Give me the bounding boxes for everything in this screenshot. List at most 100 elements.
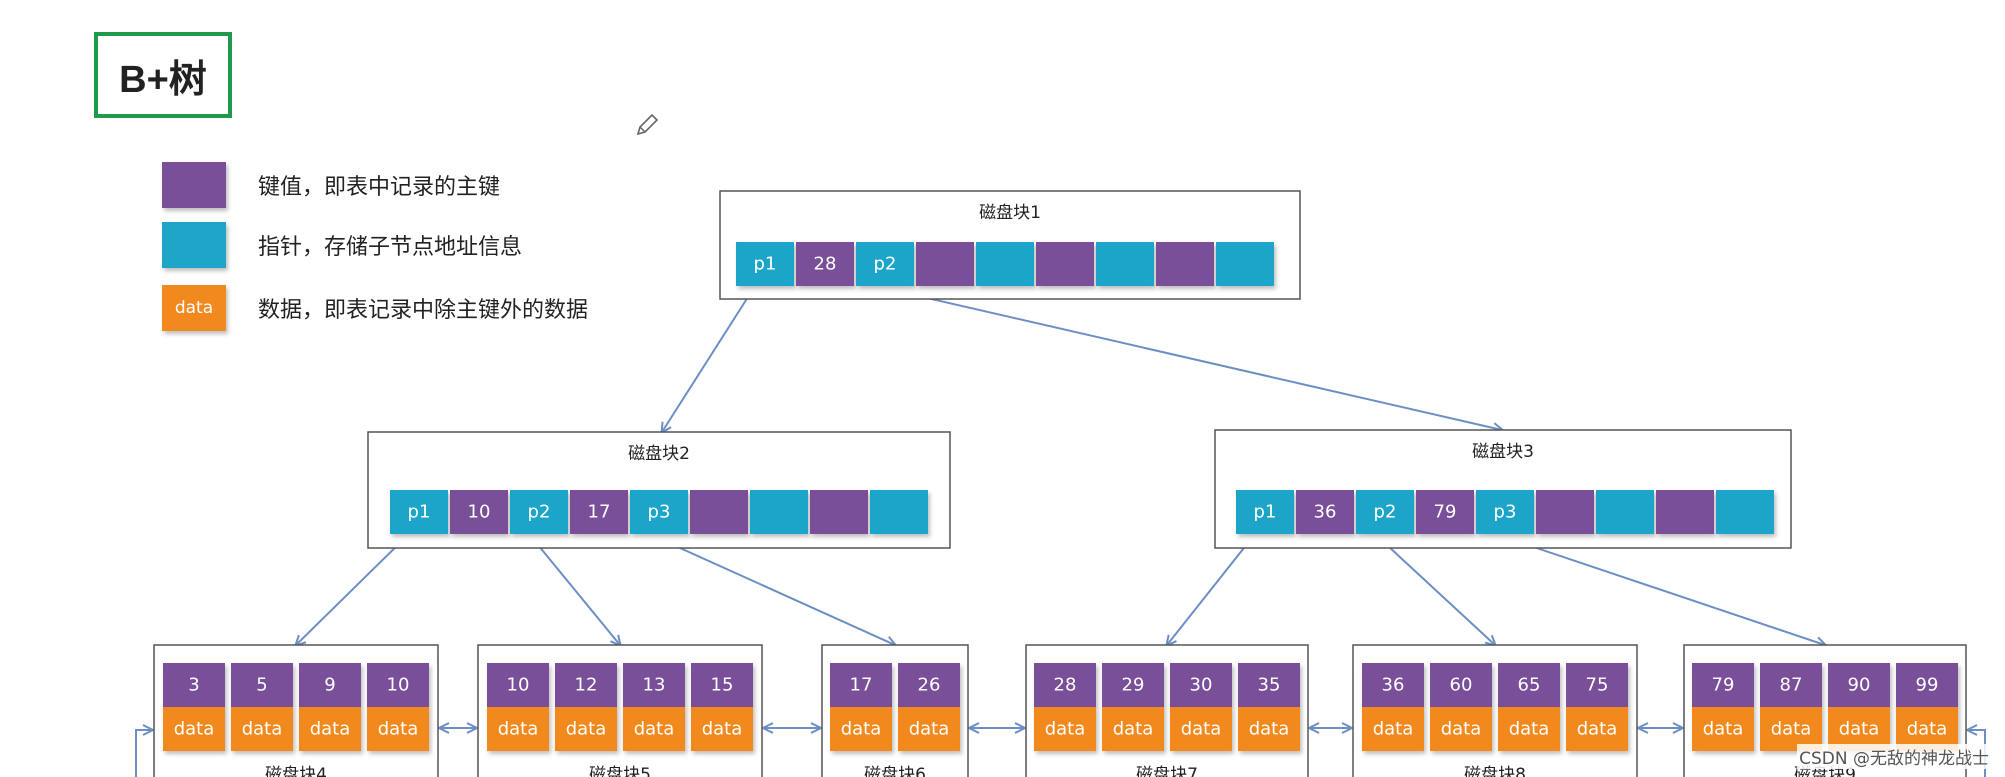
pointer-label: p2 bbox=[874, 254, 897, 275]
page-title: B+树 bbox=[94, 32, 232, 118]
leaf-data-label: data bbox=[566, 719, 607, 740]
pointer-cell bbox=[510, 490, 568, 534]
key-value: 10 bbox=[468, 502, 491, 523]
key-swatch bbox=[162, 162, 226, 208]
pointer-cell bbox=[1096, 242, 1154, 286]
key-cell bbox=[810, 490, 868, 534]
leaf-key-cell bbox=[1362, 663, 1424, 707]
leaf-key-cell bbox=[487, 663, 549, 707]
leaf-data-cell bbox=[487, 707, 549, 751]
leaf-data-label: data bbox=[242, 719, 283, 740]
leaf-key-cell bbox=[1034, 663, 1096, 707]
leaf-data-label: data bbox=[1441, 719, 1482, 740]
leaf-key-value: 15 bbox=[711, 675, 734, 696]
leaf-data-cell bbox=[1034, 707, 1096, 751]
leaf-data-label: data bbox=[909, 719, 950, 740]
leaf-data-label: data bbox=[378, 719, 419, 740]
leaf-key-value: 5 bbox=[256, 675, 267, 696]
pointer-label: p1 bbox=[408, 502, 431, 523]
leaf-key-cell bbox=[1170, 663, 1232, 707]
leaf-key-cell bbox=[1692, 663, 1754, 707]
leaf-key-cell bbox=[1760, 663, 1822, 707]
key-cell bbox=[1296, 490, 1354, 534]
leaf-data-label: data bbox=[1703, 719, 1744, 740]
leaf-data-label: data bbox=[1249, 719, 1290, 740]
key-cell bbox=[1036, 242, 1094, 286]
leaf-data-label: data bbox=[1181, 719, 1222, 740]
tree-edge bbox=[662, 285, 756, 432]
pointer-swatch bbox=[162, 222, 226, 268]
key-cell bbox=[796, 242, 854, 286]
pointer-cell bbox=[1216, 242, 1274, 286]
leaf-data-cell bbox=[1498, 707, 1560, 751]
node-label: 磁盘块3 bbox=[1472, 442, 1534, 462]
leaf-data-label: data bbox=[841, 719, 882, 740]
leaf-data-label: data bbox=[1577, 719, 1618, 740]
leaf-key-value: 65 bbox=[1518, 675, 1541, 696]
leaf-key-cell bbox=[691, 663, 753, 707]
leaf-key-cell bbox=[1828, 663, 1890, 707]
pointer-cell bbox=[976, 242, 1034, 286]
leaf-key-value: 12 bbox=[575, 675, 598, 696]
legend-item-data: data 数据，即表记录中除主键外的数据 bbox=[162, 283, 588, 333]
node-label: 磁盘块5 bbox=[589, 765, 651, 777]
leaf-data-cell bbox=[1828, 707, 1890, 751]
tree-edge bbox=[1494, 533, 1825, 645]
pointer-cell bbox=[630, 490, 688, 534]
legend-item-key: 键值，即表中记录的主键 bbox=[162, 160, 500, 210]
leaf-data-label: data bbox=[1771, 719, 1812, 740]
leaf-data-cell bbox=[555, 707, 617, 751]
leaf-key-value: 99 bbox=[1916, 675, 1939, 696]
node-label: 磁盘块4 bbox=[265, 765, 327, 777]
leaf-key-value: 3 bbox=[188, 675, 199, 696]
leaf-key-value: 26 bbox=[918, 675, 941, 696]
pointer-cell bbox=[1356, 490, 1414, 534]
leaf-key-cell bbox=[1430, 663, 1492, 707]
node-label: 磁盘块7 bbox=[1136, 765, 1198, 777]
key-cell bbox=[1156, 242, 1214, 286]
leaf-key-value: 60 bbox=[1450, 675, 1473, 696]
leaf-data-cell bbox=[1760, 707, 1822, 751]
leaf-data-cell bbox=[691, 707, 753, 751]
leaf-key-cell bbox=[367, 663, 429, 707]
leaf-key-cell bbox=[830, 663, 892, 707]
leaf-data-cell bbox=[1430, 707, 1492, 751]
leaf-data-label: data bbox=[1907, 719, 1948, 740]
leaf-data-label: data bbox=[1509, 719, 1550, 740]
leaf-key-cell bbox=[1566, 663, 1628, 707]
leaf-data-label: data bbox=[310, 719, 351, 740]
legend-pointer-label: 指针，存储子节点地址信息 bbox=[258, 235, 523, 260]
leaf-key-cell bbox=[623, 663, 685, 707]
key-cell bbox=[1536, 490, 1594, 534]
leaf-data-cell bbox=[1566, 707, 1628, 751]
leaf-key-value: 29 bbox=[1122, 675, 1145, 696]
leaf-key-value: 30 bbox=[1190, 675, 1213, 696]
pointer-cell bbox=[736, 242, 794, 286]
leaf-key-cell bbox=[1238, 663, 1300, 707]
pointer-cell bbox=[750, 490, 808, 534]
leaf-data-cell bbox=[163, 707, 225, 751]
pointer-cell bbox=[1596, 490, 1654, 534]
leaf-data-cell bbox=[1238, 707, 1300, 751]
pencil-icon bbox=[636, 113, 659, 136]
pointer-cell bbox=[390, 490, 448, 534]
leaf-key-value: 28 bbox=[1054, 675, 1077, 696]
tree-edge bbox=[296, 533, 410, 645]
leaf-data-label: data bbox=[1113, 719, 1154, 740]
leaf-key-value: 79 bbox=[1712, 675, 1735, 696]
leaf-data-label: data bbox=[634, 719, 675, 740]
leaf-link-arrow bbox=[135, 730, 152, 777]
leaf-data-cell bbox=[1362, 707, 1424, 751]
node-label: 磁盘块1 bbox=[979, 203, 1041, 223]
leaf-key-cell bbox=[299, 663, 361, 707]
leaf-key-cell bbox=[1102, 663, 1164, 707]
pointer-cell bbox=[1716, 490, 1774, 534]
